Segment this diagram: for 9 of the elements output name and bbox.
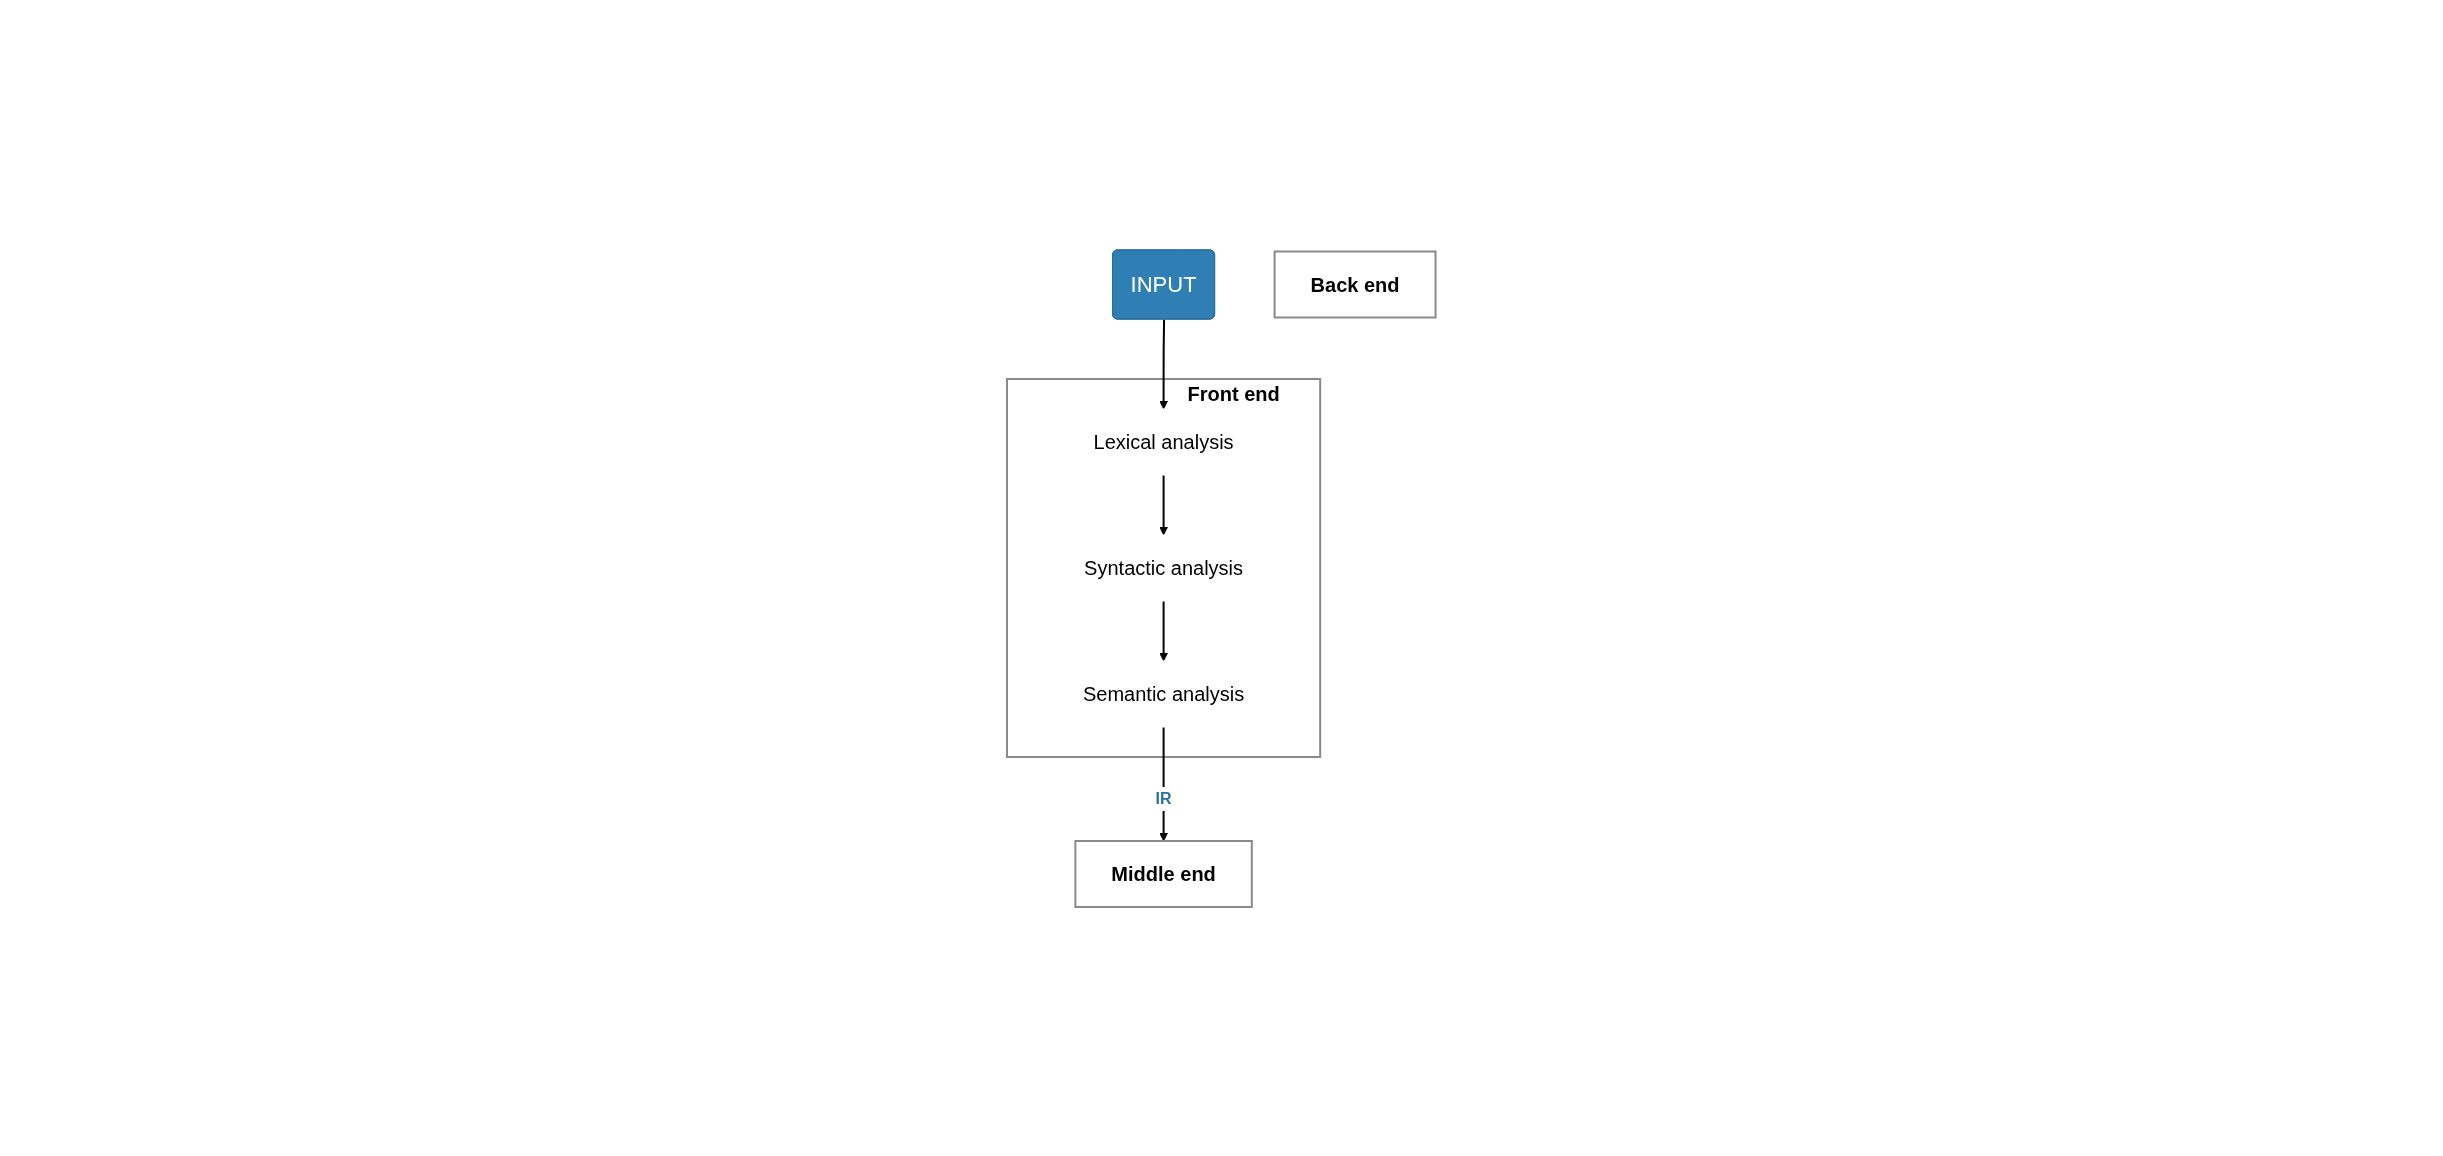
node-text: Syntactic analysis bbox=[1084, 556, 1244, 579]
node-box: Back end bbox=[1273, 250, 1437, 318]
arrow bbox=[1159, 599, 1169, 661]
arrow bbox=[1159, 318, 1169, 409]
node-text: Lexical analysis bbox=[1093, 430, 1234, 453]
arrow bbox=[1159, 473, 1169, 535]
node-text: Semantic analysis bbox=[1083, 682, 1245, 705]
edge-label: IR bbox=[1155, 789, 1172, 807]
node-box: Middle end bbox=[1074, 839, 1254, 908]
